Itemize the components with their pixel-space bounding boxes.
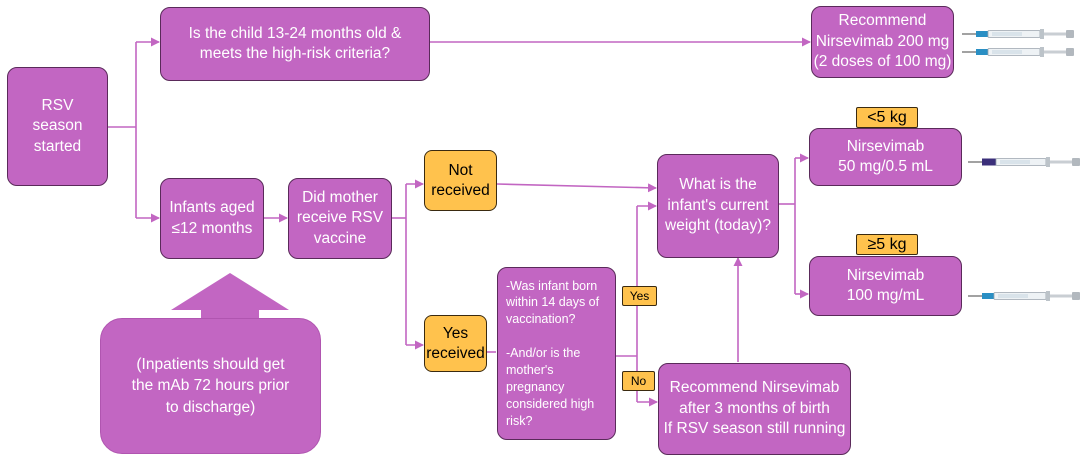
inpatient-note-callout: (Inpatients should get the mAb 72 hours … [100, 318, 321, 454]
weight-question-label: What is the infant's current weight (tod… [665, 176, 771, 235]
nirsevimab-50mg-box: Nirsevimab 50 mg/0.5 mL [809, 128, 962, 186]
no-decision-tag: No [622, 371, 655, 391]
recommend-after-3-months-label: Recommend Nirsevimab after 3 months of b… [663, 379, 846, 438]
nirsevimab-100mg-box: Nirsevimab 100 mg/mL [809, 256, 962, 316]
weight-lt5-label: <5 kg [867, 108, 907, 126]
born-within-14-days-question-label: -Was infant born within 14 days of vacci… [506, 278, 600, 428]
mother-vaccine-question-label: Did mother receive RSV vaccine [296, 188, 384, 247]
mother-vaccine-question-box: Did mother receive RSV vaccine [288, 178, 392, 259]
rsv-season-started-label: RSV season started [32, 96, 83, 155]
recommend-200mg-box: Recommend Nirsevimab 200 mg (2 doses of … [811, 6, 954, 78]
recommend-after-3-months-box: Recommend Nirsevimab after 3 months of b… [658, 363, 851, 455]
nirsevimab-50mg-label: Nirsevimab 50 mg/0.5 mL [838, 137, 933, 175]
syringe-icon [968, 157, 1080, 167]
weight-question-box: What is the infant's current weight (tod… [657, 154, 779, 258]
up-arrow-icon [171, 273, 289, 324]
weight-ge5-label: ≥5 kg [867, 235, 907, 253]
not-received-label: Not received [431, 162, 490, 199]
weight-ge5-tag: ≥5 kg [856, 234, 918, 255]
born-within-14-days-question-box: -Was infant born within 14 days of vacci… [497, 267, 616, 440]
nirsevimab-100mg-label: Nirsevimab 100 mg/mL [846, 266, 925, 304]
infants-le12-box: Infants aged ≤12 months [160, 178, 264, 259]
inpatient-note-label: (Inpatients should get the mAb 72 hours … [131, 355, 290, 416]
syringe-icon [968, 291, 1080, 301]
weight-lt5-tag: <5 kg [856, 107, 918, 128]
child-13-24-question-box: Is the child 13-24 months old & meets th… [160, 7, 430, 81]
child-13-24-question-label: Is the child 13-24 months old & meets th… [188, 24, 402, 62]
yes-received-label: Yes received [426, 325, 485, 362]
connector-not-received-to-weight [496, 183, 657, 193]
rsv-season-started-box: RSV season started [7, 67, 108, 186]
syringe-icon [962, 29, 1074, 39]
yes-received-tag: Yes received [424, 315, 487, 372]
no-decision-label: No [630, 373, 647, 388]
infants-le12-label: Infants aged ≤12 months [169, 199, 255, 237]
recommend-200mg-label: Recommend Nirsevimab 200 mg (2 doses of … [813, 12, 952, 71]
yes-decision-label: Yes [629, 288, 650, 303]
not-received-tag: Not received [424, 150, 497, 211]
syringe-icon [962, 47, 1074, 57]
yes-decision-tag: Yes [622, 286, 657, 306]
